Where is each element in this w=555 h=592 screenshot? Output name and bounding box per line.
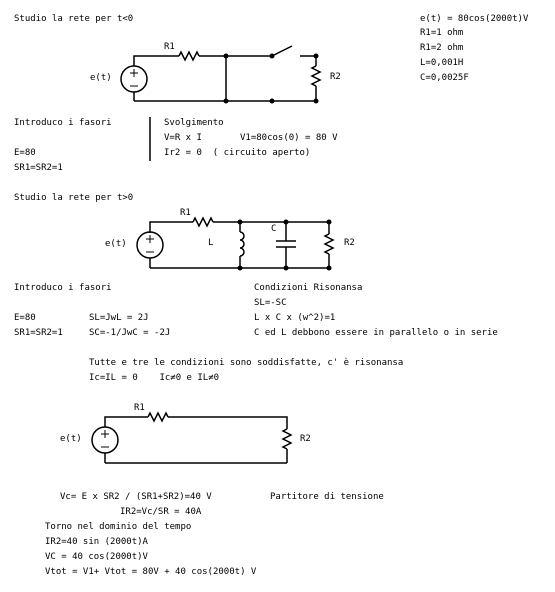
c1-r1-label: R1	[164, 42, 175, 52]
c1-r2-label: R2	[330, 72, 341, 82]
param-r1: R1=1 ohm	[420, 28, 464, 38]
c3-r2-label: R2	[300, 434, 311, 444]
r2-resistor-2	[323, 233, 335, 255]
vc-time-domain: VC = 40 cos(2000t)V	[45, 552, 148, 562]
c2-l-label: L	[208, 238, 214, 248]
sl-sc-condition: SL=-SC	[254, 298, 287, 308]
sc-value: SC=-1/JwC = -2J	[89, 328, 171, 338]
voltage-source-2	[136, 231, 164, 259]
r1-resistor-2	[192, 216, 214, 228]
circuit-1	[120, 45, 322, 161]
c1-source-label: e(t)	[90, 73, 112, 83]
sl-value: SL=JwL = 2J	[89, 313, 149, 323]
svolgimento-heading: Svolgimento	[164, 118, 224, 128]
section1-title: Studio la rete per t<0	[14, 14, 134, 24]
param-source: e(t) = 80cos(2000t)V	[420, 14, 529, 24]
c2-r1-label: R1	[180, 208, 191, 218]
param-c: C=0,0025F	[420, 73, 469, 83]
c2-r2-label: R2	[344, 238, 355, 248]
phasor-intro-2: Introduco i fasori	[14, 283, 112, 293]
risonanza-heading: Condizioni Risonansa	[254, 283, 363, 293]
ic-il-note: Ic=IL = 0 Ic≠0 e IL≠0	[89, 373, 220, 383]
ir2-open-circuit: Ir2 = 0 ( circuito aperto)	[164, 148, 311, 158]
c3-r1-label: R1	[134, 403, 145, 413]
ir2-equation: IR2=Vc/SR = 40A	[120, 507, 202, 517]
e-value-1: E=80	[14, 148, 36, 158]
v-equation: V=R x I	[164, 133, 202, 143]
cl-parallel-condition: C ed L debbono essere in parallelo o in …	[254, 328, 498, 338]
circuit-3	[91, 411, 293, 464]
vtot-equation: Vtot = V1+ Vtot = 80V + 40 cos(2000t) V	[45, 567, 257, 577]
lc-condition: L x C x (w^2)=1	[254, 313, 336, 323]
r1-resistor	[178, 50, 200, 62]
c2-source-label: e(t)	[105, 239, 127, 249]
circuit-2	[136, 216, 335, 271]
ir2-time-domain: IR2=40 sin (2000t)A	[45, 537, 148, 547]
voltage-source-1	[120, 65, 148, 93]
switch-blade	[271, 45, 293, 57]
param-l: L=0,001H	[420, 58, 464, 68]
r1-resistor-3	[147, 411, 169, 423]
vc-equation: Vc= E x SR2 / (SR1+SR2)=40 V	[60, 492, 212, 502]
v1-equation: V1=80cos(0) = 80 V	[240, 133, 338, 143]
voltage-source-3	[91, 426, 119, 454]
c3-source-label: e(t)	[60, 434, 82, 444]
torno-heading: Torno nel dominio del tempo	[45, 522, 192, 532]
all-conditions-note: Tutte e tre le condizioni sono soddisfat…	[89, 358, 404, 368]
r2-resistor-3	[281, 428, 293, 450]
sr-value-2: SR1=SR2=1	[14, 328, 63, 338]
param-r2: R1=2 ohm	[420, 43, 464, 53]
c2-c-label: C	[271, 224, 277, 234]
r2-resistor	[310, 65, 322, 87]
partitore-note: Partitore di tensione	[270, 492, 384, 502]
phasor-intro-1: Introduco i fasori	[14, 118, 112, 128]
inductor-l	[239, 231, 245, 257]
section2-title: Studio la rete per t>0	[14, 193, 134, 203]
e-value-2: E=80	[14, 313, 36, 323]
sr-value-1: SR1=SR2=1	[14, 163, 63, 173]
